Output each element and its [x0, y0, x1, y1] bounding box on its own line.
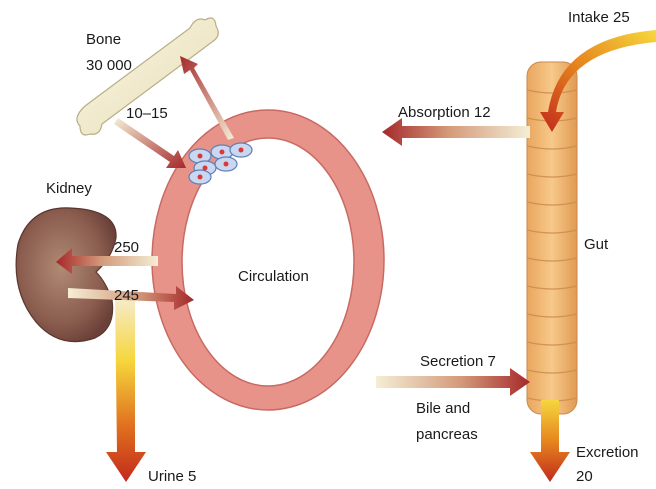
bile-label-line2: pancreas — [416, 426, 478, 443]
bone-amount-label: 30 000 — [86, 57, 132, 74]
circulation-to-bone-arrow — [180, 56, 234, 140]
kidney-filtered-label: 250 — [114, 239, 139, 256]
urine-label: Urine 5 — [148, 468, 196, 485]
secretion-label: Secretion 7 — [420, 353, 496, 370]
urine-arrow — [106, 296, 146, 482]
absorption-arrow — [382, 118, 530, 146]
gut-label: Gut — [584, 236, 609, 253]
kidney — [16, 208, 116, 342]
excretion-label-line1: Excretion — [576, 444, 639, 461]
excretion-label-line2: 20 — [576, 468, 593, 485]
kidney-reabsorbed-label: 245 — [114, 287, 139, 304]
bone-label: Bone — [86, 31, 121, 48]
circulation-ring — [152, 110, 384, 410]
bone-to-circulation-arrow — [114, 118, 186, 168]
circulation-label: Circulation — [238, 268, 309, 285]
absorption-label: Absorption 12 — [398, 104, 491, 121]
secretion-arrow — [376, 368, 530, 396]
bile-label-line1: Bile and — [416, 400, 470, 417]
intake-label: Intake 25 — [568, 9, 630, 26]
kidney-label: Kidney — [46, 180, 92, 197]
bone-exchange-label: 10–15 — [126, 105, 168, 122]
